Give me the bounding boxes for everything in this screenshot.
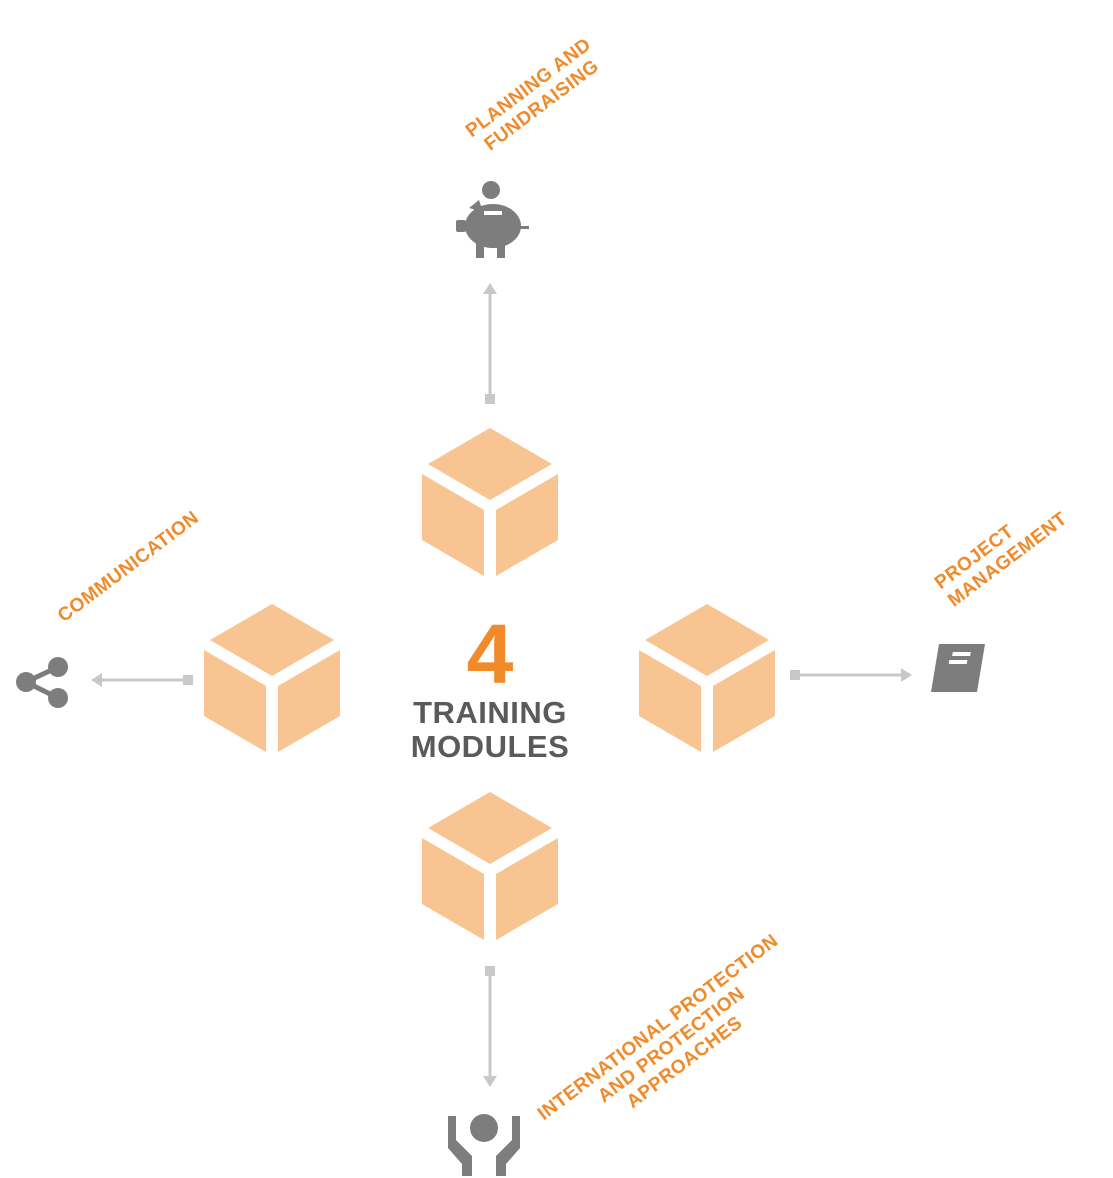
book-title-line (948, 660, 968, 664)
cube-top-face (210, 604, 334, 676)
share-node (48, 657, 68, 677)
piggy-leg (476, 242, 484, 258)
piggy-body (465, 204, 521, 248)
coin-slot (484, 211, 502, 215)
connector-arrowhead (91, 673, 102, 687)
piggy-tail (520, 226, 529, 229)
module-count: 4 (466, 607, 514, 701)
cube-top-face (645, 604, 769, 676)
cube-right (639, 604, 775, 752)
cube-left-face (204, 650, 266, 752)
cube-left-face (422, 838, 484, 940)
cube-top (422, 428, 558, 576)
center-title: 4 TRAINING MODULES (390, 612, 590, 764)
cube-left (204, 604, 340, 752)
book-cover (931, 644, 985, 692)
book-title-line (952, 652, 971, 656)
cube-right-face (713, 650, 775, 752)
connector-start-square (485, 394, 495, 404)
left-hand (448, 1116, 472, 1176)
coin (482, 181, 500, 199)
share-node (48, 688, 68, 708)
cube-left-face (639, 650, 701, 752)
connector-left (91, 673, 193, 687)
share-node (16, 672, 36, 692)
cube-left-face (422, 474, 484, 576)
cube-bottom (422, 792, 558, 940)
center-caption-line1: TRAINING (413, 695, 567, 730)
connector-arrowhead (901, 668, 912, 682)
cube-right-face (278, 650, 340, 752)
piggy-bank-icon (456, 181, 529, 258)
right-hand (496, 1116, 520, 1176)
connector-down (483, 966, 497, 1087)
book-pages (929, 692, 977, 696)
cube-top-face (428, 792, 552, 864)
connector-arrowhead (483, 283, 497, 294)
piggy-ear (469, 200, 483, 212)
connector-start-square (183, 675, 193, 685)
piggy-snout (456, 220, 466, 232)
connector-up (483, 283, 497, 404)
person-head (470, 1114, 498, 1142)
connector-start-square (485, 966, 495, 976)
connector-start-square (790, 670, 800, 680)
connector-arrowhead (483, 1076, 497, 1087)
connector-right (790, 668, 912, 682)
center-caption-line2: MODULES (410, 729, 570, 764)
cube-right-face (496, 838, 558, 940)
cube-right-face (496, 474, 558, 576)
book-icon (929, 644, 985, 696)
helping-hands-icon (448, 1114, 520, 1176)
cube-top-face (428, 428, 552, 500)
piggy-leg (497, 242, 505, 258)
share-icon (16, 657, 68, 708)
